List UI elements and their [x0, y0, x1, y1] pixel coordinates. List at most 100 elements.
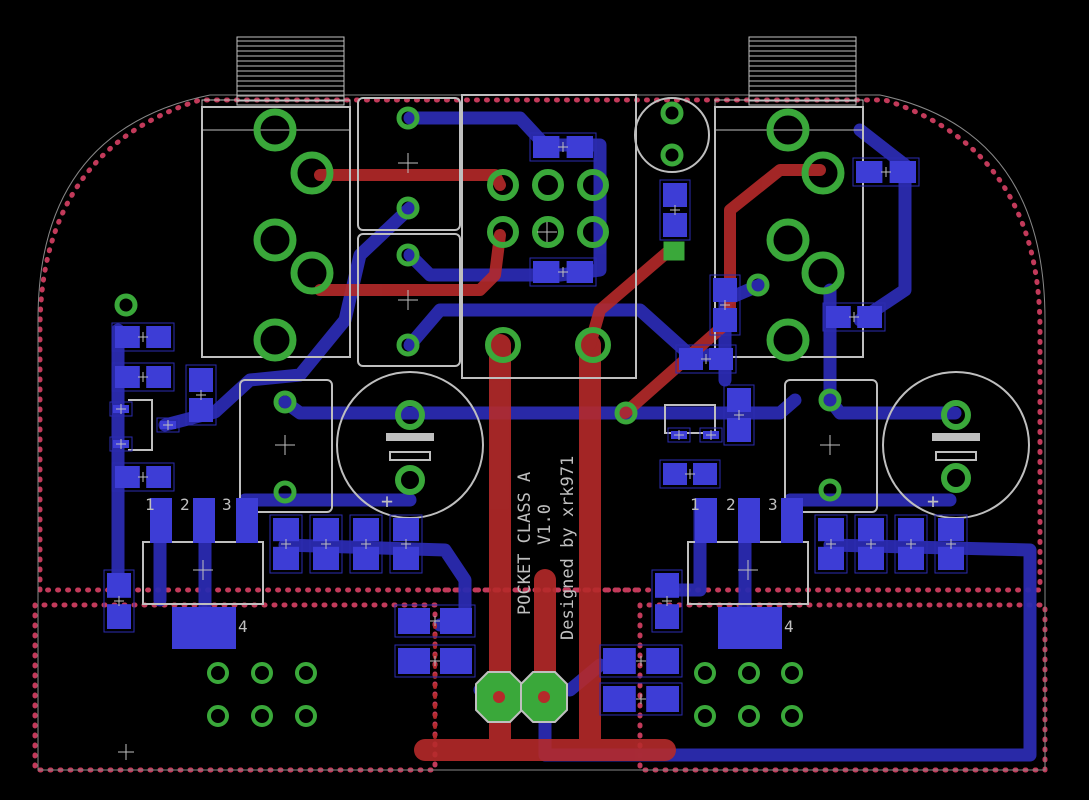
smd-footprint — [269, 514, 303, 574]
smd-origin — [670, 205, 680, 215]
smd-pad — [440, 608, 472, 634]
capacitor-polarity — [386, 433, 980, 461]
through-hole-pad — [273, 390, 297, 414]
smd-origin — [674, 430, 684, 440]
through-hole-pad — [781, 662, 803, 684]
board-version-text: V1.0 — [535, 504, 555, 545]
through-hole-pad — [253, 108, 297, 152]
smd-origin — [361, 539, 371, 549]
through-hole-pad — [801, 251, 845, 295]
smd-origin — [706, 430, 716, 440]
through-hole-pad — [396, 243, 420, 267]
smd-origin — [685, 469, 695, 479]
smd-pad — [115, 326, 140, 348]
smd-origin — [946, 539, 956, 549]
hatch-lines — [237, 40, 856, 102]
smd-pad — [938, 518, 964, 542]
smd-pad — [818, 546, 844, 570]
smd-pad — [646, 686, 679, 712]
smd-pad — [858, 518, 884, 542]
smd-footprint — [709, 274, 741, 336]
smd-pad — [398, 648, 430, 674]
through-hole-pad — [746, 273, 770, 297]
through-hole-pad — [251, 662, 273, 684]
through-hole-pad — [290, 251, 334, 295]
smd-footprint — [109, 401, 133, 417]
through-hole-pad — [801, 151, 845, 195]
smd-origin — [163, 420, 173, 430]
through-hole-pad — [395, 465, 425, 495]
through-hole-pad — [485, 327, 521, 363]
through-hole-pad — [738, 705, 760, 727]
through-hole-pad — [614, 401, 638, 425]
smd-pad — [713, 308, 737, 332]
through-hole-pad — [253, 318, 297, 362]
through-hole-pad — [487, 169, 519, 201]
smd-origin — [281, 539, 291, 549]
through-hole-pad — [660, 101, 684, 125]
smd-footprint — [667, 427, 691, 443]
smd-origin — [849, 312, 859, 322]
smd-origin — [826, 539, 836, 549]
smd-pad — [393, 546, 419, 570]
smd-footprint — [111, 322, 175, 352]
smd-footprint — [934, 514, 968, 574]
through-hole-pad — [532, 216, 564, 248]
smd-footprint — [529, 132, 597, 162]
through-hole-pad — [395, 400, 425, 430]
through-hole-pad — [941, 463, 971, 493]
through-hole-pad — [818, 388, 842, 412]
smd-pad — [273, 518, 299, 542]
smd-footprint — [394, 604, 476, 638]
smd-pad — [938, 546, 964, 570]
smd-origin — [558, 142, 568, 152]
through-hole-pad — [694, 662, 716, 684]
through-hole-pad — [532, 169, 564, 201]
smd-footprint — [185, 364, 217, 426]
smd-pad — [655, 604, 679, 629]
smd-pad — [566, 136, 593, 158]
smd-pad — [146, 366, 171, 388]
through-hole-pad — [253, 218, 297, 262]
smd-pad — [313, 518, 339, 542]
through-hole-pad — [290, 151, 334, 195]
smd-pad — [440, 648, 472, 674]
pin-1-right: 1 — [690, 495, 700, 514]
smd-pad — [146, 466, 171, 488]
smd-origin — [138, 372, 148, 382]
through-hole-pad — [487, 216, 519, 248]
through-hole-pad — [577, 169, 609, 201]
smd-pad — [273, 546, 299, 570]
smd-origin — [114, 596, 124, 606]
smd-origin — [906, 539, 916, 549]
smd-pad — [353, 518, 379, 542]
smd-origin — [430, 616, 440, 626]
smd-pad — [663, 463, 687, 485]
smd-footprint — [109, 436, 133, 452]
smd-pad — [679, 348, 703, 370]
square-pad — [663, 241, 685, 261]
smd-footprint — [349, 514, 383, 574]
smd-origin — [138, 332, 148, 342]
smd-pad — [566, 261, 593, 283]
through-hole-pad — [577, 216, 609, 248]
smd-footprint — [659, 459, 721, 489]
smd-pad — [189, 368, 213, 392]
smd-footprint — [852, 157, 920, 187]
through-hole-pad — [941, 400, 971, 430]
through-hole-pad — [251, 705, 273, 727]
smd-footprint — [675, 344, 737, 374]
smd-footprint — [854, 514, 888, 574]
through-hole-pad — [295, 705, 317, 727]
smd-origin — [701, 354, 711, 364]
smd-footprint — [394, 644, 476, 678]
through-hole-pad — [818, 478, 842, 502]
smd-origin — [881, 167, 891, 177]
through-hole-pad — [738, 662, 760, 684]
smd-pads — [103, 132, 968, 716]
through-hole-pad — [273, 480, 297, 504]
smd-footprint — [529, 257, 597, 287]
smd-footprint — [659, 179, 691, 241]
smd-pad — [115, 366, 140, 388]
